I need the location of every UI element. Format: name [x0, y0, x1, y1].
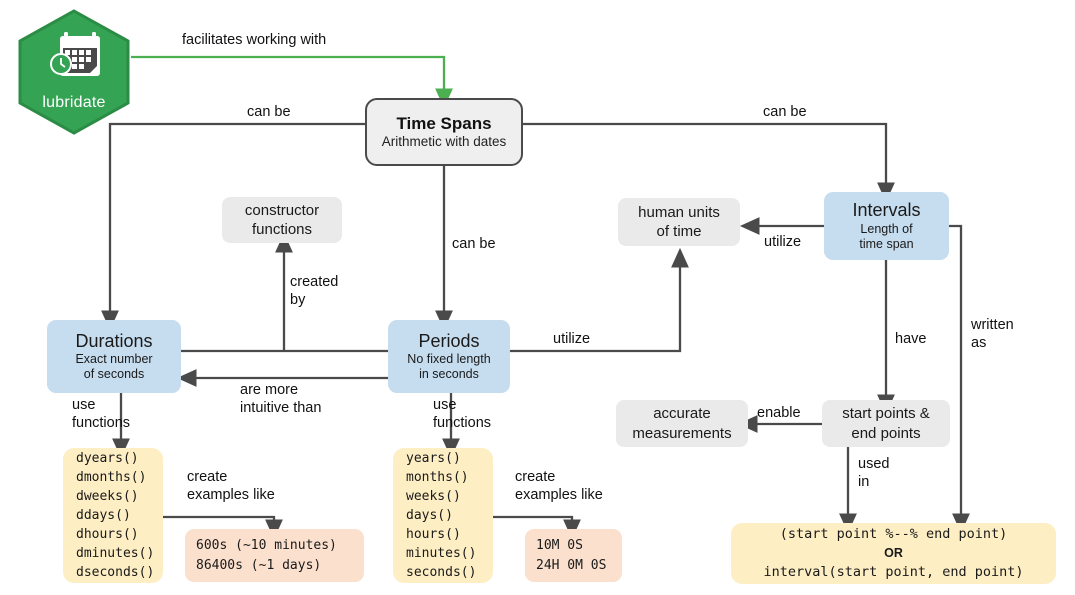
edge-label-created-by: created by	[290, 274, 339, 309]
edge-create-examples-periods	[493, 515, 581, 540]
logo-label: lubridate	[42, 94, 106, 111]
interval-syntax-line1: (start point %--% end point)	[779, 525, 1008, 542]
node-start-end-points[interactable]: start points & end points	[822, 400, 950, 447]
edge-label-can-be-right: can be	[763, 104, 807, 120]
node-constructor-functions-label: constructor functions	[244, 201, 320, 238]
node-time-spans-subtitle: Arithmetic with dates	[381, 134, 507, 150]
node-interval-syntax[interactable]: (start point %--% end point) OR interval…	[731, 523, 1056, 584]
node-start-end-points-label: start points & end points	[842, 405, 930, 442]
node-period-functions[interactable]: years() months() weeks() days() hours() …	[393, 448, 493, 583]
lubridate-logo: lubridate	[16, 8, 132, 136]
node-durations[interactable]: Durations Exact number of seconds	[47, 320, 181, 393]
edge-label-are-more-intuitive: are more intuitive than	[240, 382, 322, 417]
node-period-examples[interactable]: 10M 0S 24H 0M 0S	[525, 529, 622, 582]
node-intervals-title: Intervals	[852, 200, 921, 221]
node-time-spans-title: Time Spans	[396, 113, 492, 133]
edge-label-utilize-intervals: utilize	[764, 234, 802, 250]
node-duration-functions[interactable]: dyears() dmonths() dweeks() ddays() dhou…	[63, 448, 163, 583]
edge-label-create-examples-right: create examples like	[515, 469, 603, 504]
edge-label-facilitates: facilitates working with	[182, 32, 327, 48]
node-constructor-functions[interactable]: constructor functions	[222, 197, 342, 243]
edge-label-can-be-left: can be	[247, 104, 291, 120]
period-functions-list: years() months() weeks() days() hours() …	[406, 450, 477, 581]
edge-label-have: have	[895, 331, 927, 347]
duration-examples-list: 600s (~10 minutes) 86400s (~1 days)	[196, 538, 337, 573]
edge-label-create-examples-left: create examples like	[187, 469, 275, 504]
node-periods-title: Periods	[418, 330, 480, 351]
node-intervals-subtitle: Length of time span	[859, 221, 914, 251]
node-duration-examples[interactable]: 600s (~10 minutes) 86400s (~1 days)	[185, 529, 364, 582]
node-time-spans[interactable]: Time Spans Arithmetic with dates	[365, 98, 523, 166]
edge-label-utilize-periods: utilize	[553, 331, 591, 347]
edge-label-use-functions-left: use functions	[72, 397, 131, 432]
node-durations-title: Durations	[75, 330, 153, 351]
interval-syntax-or: OR	[884, 546, 903, 561]
period-examples-list: 10M 0S 24H 0M 0S	[536, 538, 607, 573]
node-accurate-measurements-label: accurate measurements	[632, 405, 732, 442]
edge-create-examples-durations	[163, 515, 283, 540]
edge-label-used-in: used in	[858, 456, 890, 491]
edge-label-written-as: written as	[971, 317, 1014, 352]
edge-label-use-functions-right: use functions	[433, 397, 492, 432]
edge-label-can-be-down: can be	[452, 236, 496, 252]
node-periods-subtitle: No fixed length in seconds	[407, 352, 491, 382]
node-human-units[interactable]: human units of time	[618, 198, 740, 246]
interval-syntax-line2: interval(start point, end point)	[763, 563, 1024, 580]
node-periods[interactable]: Periods No fixed length in seconds	[388, 320, 510, 393]
edge-facilitates	[131, 55, 453, 109]
hexagon-shape	[18, 9, 130, 135]
node-intervals[interactable]: Intervals Length of time span	[824, 192, 949, 260]
node-accurate-measurements[interactable]: accurate measurements	[616, 400, 748, 447]
edge-label-enable: enable	[757, 405, 801, 421]
duration-functions-list: dyears() dmonths() dweeks() ddays() dhou…	[76, 450, 155, 581]
calendar-clock-icon	[50, 32, 100, 76]
edge-written-as	[949, 224, 970, 534]
edge-can-be-intervals	[523, 122, 895, 203]
node-human-units-label: human units of time	[638, 203, 720, 240]
edge-utilize-periods	[510, 247, 689, 353]
node-durations-subtitle: Exact number of seconds	[75, 352, 153, 382]
